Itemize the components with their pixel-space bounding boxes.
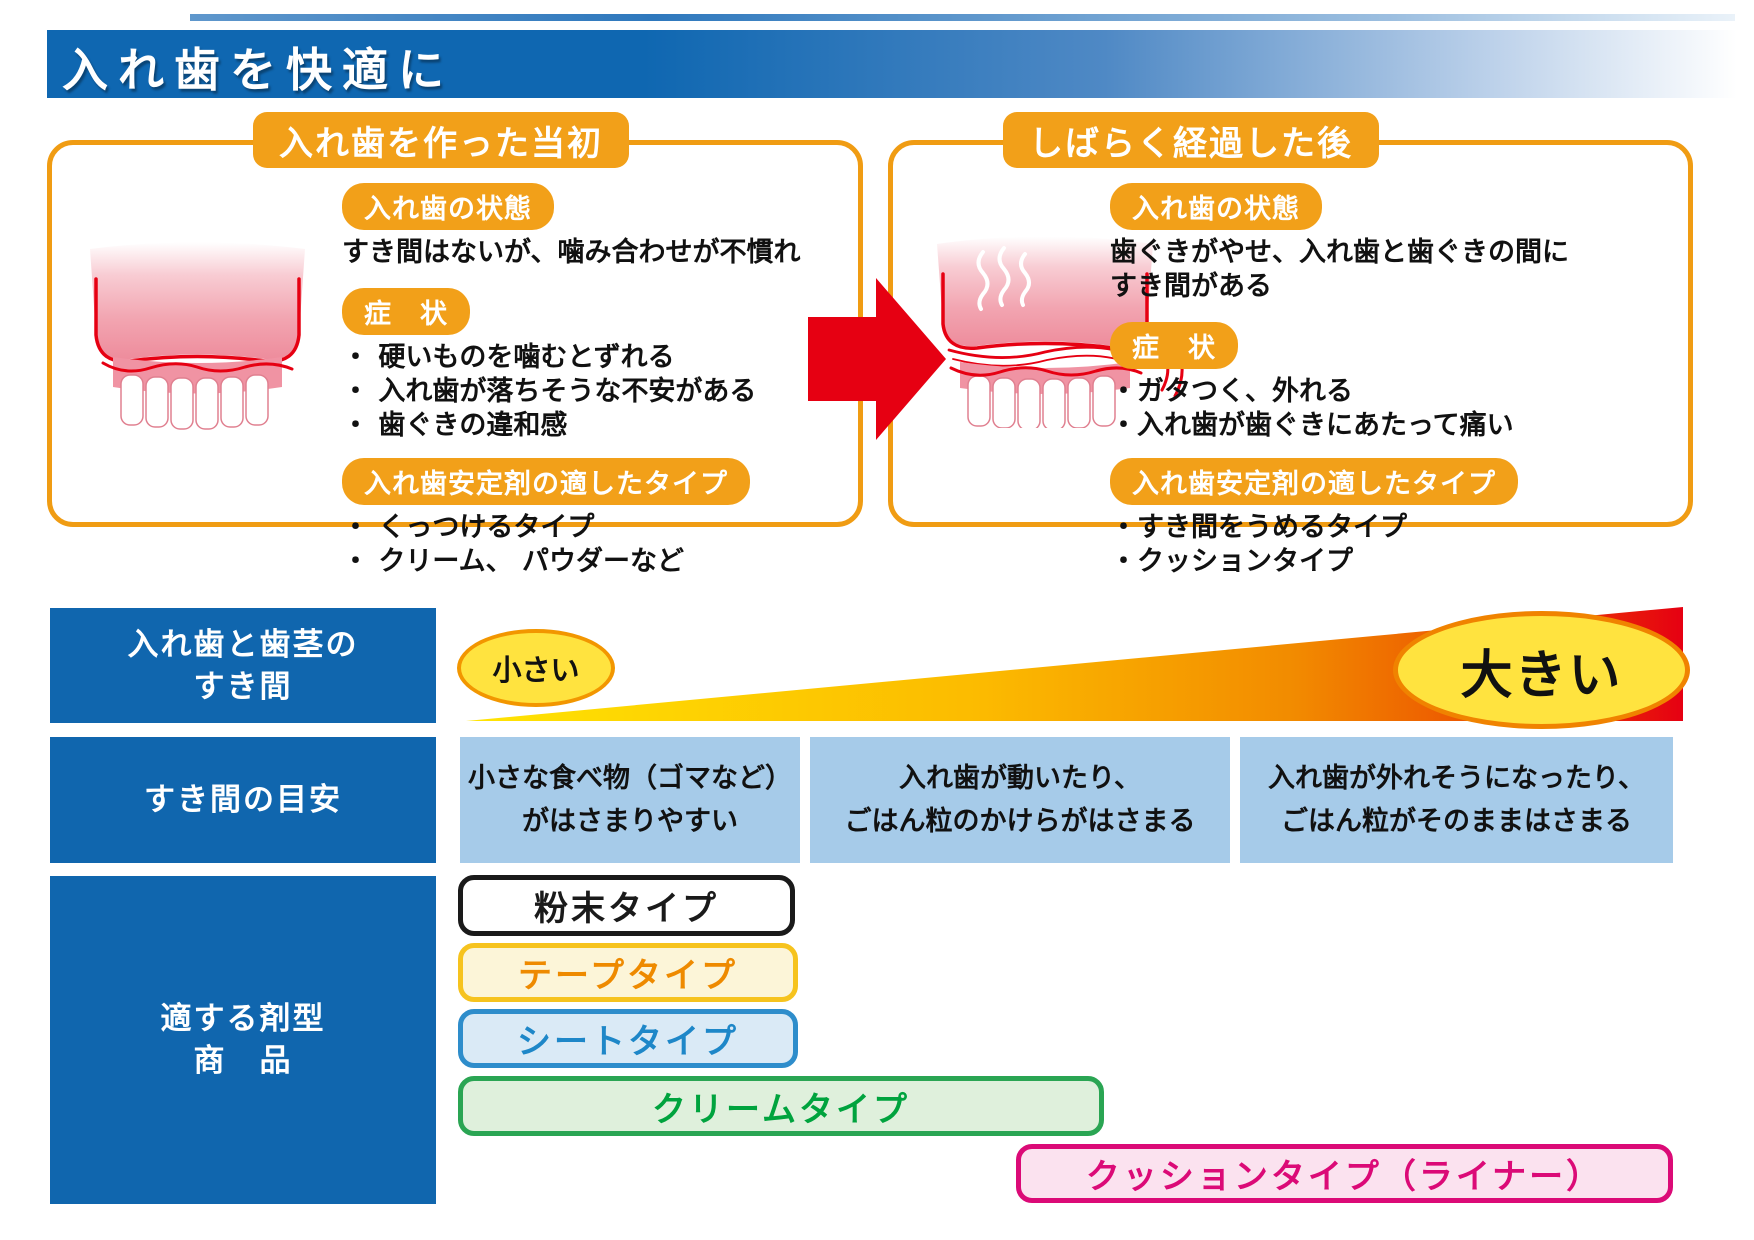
denture-illustration-later bbox=[937, 236, 1184, 428]
symptom-item: ・ 入れ歯が落ちそうな不安がある bbox=[342, 376, 757, 407]
panel-initial-title-badge: 入れ歯を作った当初 bbox=[253, 112, 629, 168]
stabilizer-pill: 入れ歯安定剤の適したタイプ bbox=[1110, 458, 1518, 505]
guide-box: 小さな食べ物（ゴマなど） がはさまりやすい bbox=[460, 737, 800, 863]
arrow-right-icon bbox=[808, 278, 946, 440]
symptom-pill: 症 状 bbox=[342, 288, 470, 335]
symptom-item: ・ガタつく、外れる bbox=[1110, 376, 1353, 407]
product-bar-cushion: クッションタイプ（ライナー） bbox=[1016, 1144, 1673, 1203]
stabilizer-item: ・ くっつけるタイプ bbox=[342, 512, 595, 543]
panel-later-dentures: 入れ歯の状態 歯ぐきがやせ、入れ歯と歯ぐきの間に すき間がある 症 状 ・ガタつ… bbox=[888, 140, 1693, 577]
symptom-pill: 症 状 bbox=[1110, 322, 1238, 369]
product-row-label: 適する剤型 商 品 bbox=[50, 876, 436, 1204]
guide-box: 入れ歯が動いたり、 ごはん粒のかけらがはさまる bbox=[810, 737, 1230, 863]
stabilizer-item: ・すき間をうめるタイプ bbox=[1110, 512, 1407, 543]
state-pill: 入れ歯の状態 bbox=[342, 183, 554, 230]
stabilizer-pill: 入れ歯安定剤の適したタイプ bbox=[342, 458, 750, 505]
product-bar-sheet: シートタイプ bbox=[458, 1009, 798, 1068]
gap-small-ellipse: 小さい bbox=[457, 629, 615, 707]
symptom-item: ・ 歯ぐきの違和感 bbox=[342, 410, 568, 441]
symptom-item: ・ 硬いものを噛むとずれる bbox=[342, 342, 675, 373]
gap-row-label: 入れ歯と歯茎の すき間 bbox=[50, 608, 436, 723]
stabilizer-item: ・ クリーム、 パウダーなど bbox=[342, 546, 684, 577]
product-bar-powder: 粉末タイプ bbox=[458, 875, 795, 936]
page-title: 入れ歯を快適に bbox=[62, 43, 454, 97]
state-pill: 入れ歯の状態 bbox=[1110, 183, 1322, 230]
product-bar-tape: テープタイプ bbox=[458, 943, 798, 1002]
guide-box: 入れ歯が外れそうになったり、 ごはん粒がそのままはさまる bbox=[1240, 737, 1673, 863]
header-bar bbox=[47, 30, 1754, 98]
guide-row-label: すき間の目安 bbox=[50, 737, 436, 863]
panel-initial-content: 入れ歯の状態 すき間はないが、噛み合わせが不慣れ 症 状 ・ 硬いものを噛むとず… bbox=[342, 183, 842, 585]
product-bar-cream: クリームタイプ bbox=[458, 1076, 1104, 1136]
state-text: すき間はないが、噛み合わせが不慣れ bbox=[342, 237, 801, 268]
state-text: すき間がある bbox=[1110, 271, 1272, 302]
symptom-item: ・入れ歯が歯ぐきにあたって痛い bbox=[1110, 410, 1514, 441]
state-text: 歯ぐきがやせ、入れ歯と歯ぐきの間に bbox=[1110, 237, 1569, 268]
denture-illustration-initial bbox=[90, 242, 305, 430]
top-rule bbox=[190, 14, 1735, 21]
gap-large-ellipse: 大きい bbox=[1393, 611, 1690, 729]
panel-initial-dentures: 入れ歯の状態 すき間はないが、噛み合わせが不慣れ 症 状 ・ 硬いものを噛むとず… bbox=[47, 140, 863, 577]
panel-later-title-badge: しばらく経過した後 bbox=[1003, 112, 1379, 168]
gap-gradient-triangle bbox=[466, 607, 1683, 721]
stabilizer-item: ・クッションタイプ bbox=[1110, 546, 1353, 577]
panel-later-content: 入れ歯の状態 歯ぐきがやせ、入れ歯と歯ぐきの間に すき間がある 症 状 ・ガタつ… bbox=[1110, 183, 1670, 585]
